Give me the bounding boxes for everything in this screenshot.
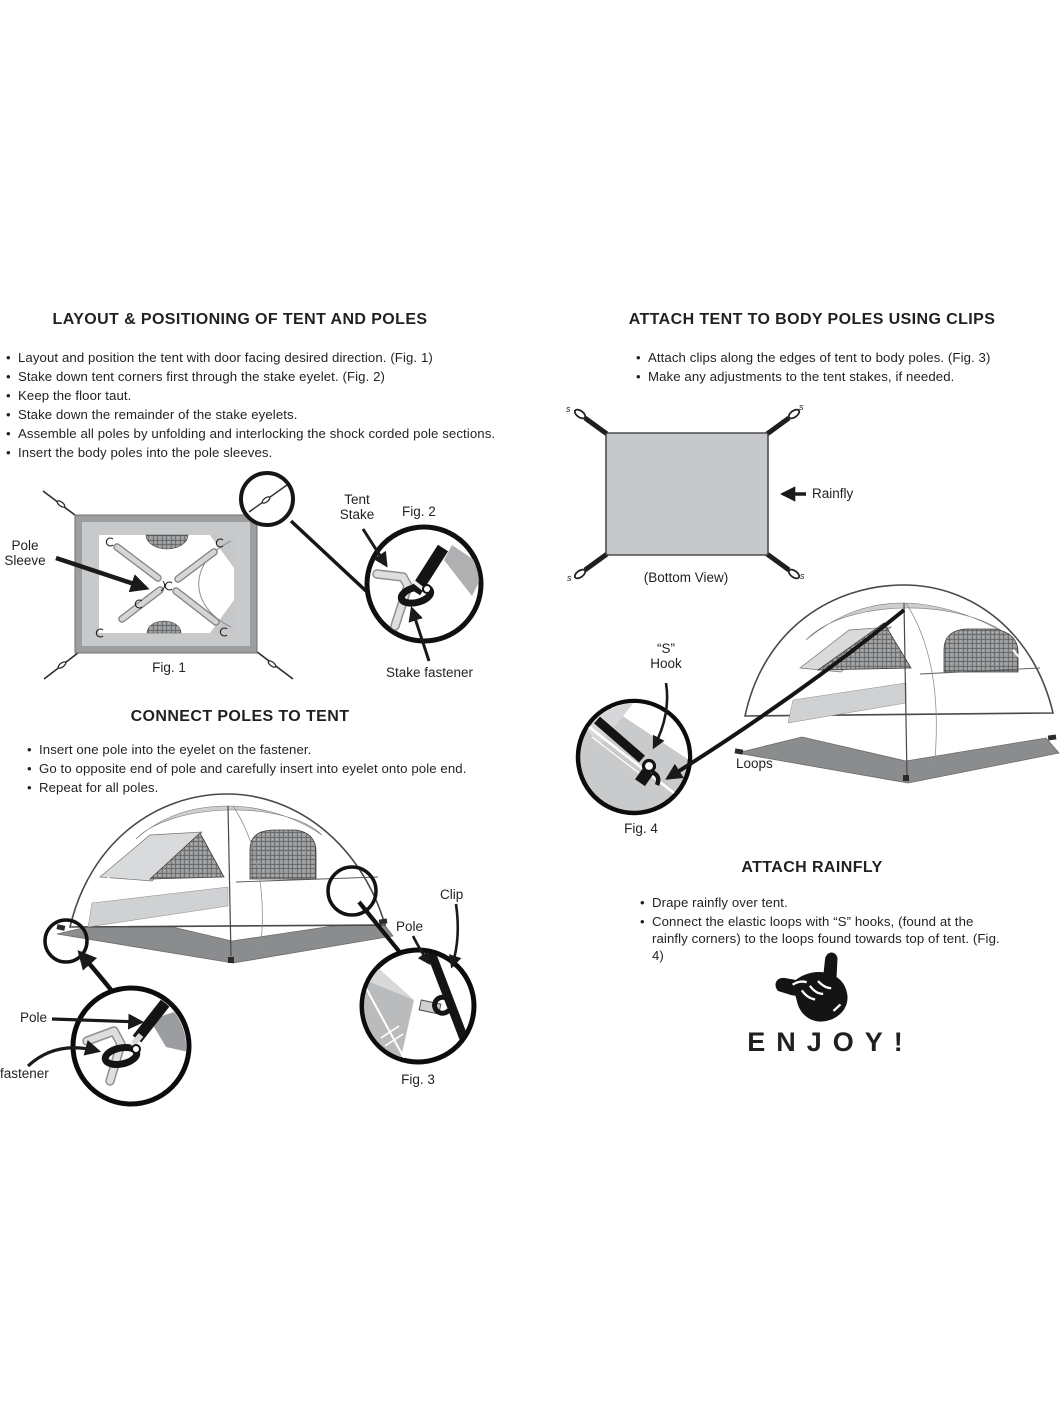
- layout-bullet-list: Layout and position the tent with door f…: [6, 348, 526, 462]
- list-item: Attach clips along the edges of tent to …: [636, 348, 1056, 367]
- fig1-caption: Fig. 1: [152, 660, 186, 675]
- loops-label: Loops: [736, 756, 773, 771]
- list-item: Drape rainfly over tent.: [640, 894, 1012, 911]
- list-item: Go to opposite end of pole and carefully…: [27, 759, 527, 778]
- rainfly-bullet-list: Drape rainfly over tent. Connect the ela…: [640, 894, 1012, 966]
- pole-segment-ticks: [767, 606, 1046, 703]
- section-heading-rainfly: ATTACH RAINFLY: [741, 859, 883, 876]
- stake-fastener-arrow: [408, 606, 431, 662]
- section-heading-clips: ATTACH TENT TO BODY POLES USING CLIPS: [628, 311, 996, 328]
- tent-stake-label: Tent Stake: [339, 492, 375, 522]
- fig3-caption: Fig. 3: [401, 1072, 435, 1087]
- fig3-clip-detail-drawing: [359, 903, 477, 1065]
- mesh-window: [145, 534, 189, 550]
- svg-text:s: s: [799, 402, 804, 412]
- s-hook-icon: [650, 769, 661, 786]
- pole-label: Pole: [20, 1010, 48, 1025]
- list-item: Layout and position the tent with door f…: [6, 348, 526, 367]
- bottom-view-label: (Bottom View): [643, 570, 729, 585]
- corner-highlight-circle: [43, 918, 89, 964]
- list-item: Repeat for all poles.: [27, 778, 527, 797]
- s-hook-label: “S” Hook: [650, 641, 682, 671]
- fig4-caption: Fig. 4: [624, 821, 658, 836]
- fig4-s-hook-detail-drawing: [575, 698, 693, 816]
- section-heading-connect: CONNECT POLES TO TENT: [130, 708, 350, 725]
- list-item: Make any adjustments to the tent stakes,…: [636, 367, 1056, 386]
- rainfly-bottom-view-illustration: s s s s: [566, 402, 806, 583]
- clip-label: Clip: [440, 887, 464, 902]
- dome-tent-drawing: [56, 793, 394, 964]
- pole-segment-ticks: [103, 811, 373, 900]
- zoom-connector-arrow: [77, 950, 114, 993]
- fig2-caption: Fig. 2: [402, 504, 436, 519]
- rainfly-fabric: [605, 432, 769, 556]
- list-item: Stake down tent corners first through th…: [6, 367, 526, 386]
- pole-highlight-circle: [326, 865, 378, 917]
- enjoy-text: ENJOY!: [747, 1027, 914, 1057]
- mesh-window: [148, 832, 225, 880]
- stake-fastener-label: Stake fastener: [386, 665, 474, 680]
- zoom-connector-line: [289, 519, 368, 593]
- svg-text:s: s: [567, 573, 572, 583]
- list-item: Assemble all poles by unfolding and inte…: [6, 424, 526, 443]
- svg-text:s: s: [566, 404, 571, 414]
- section-heading-layout: LAYOUT & POSITIONING OF TENT AND POLES: [52, 311, 428, 328]
- loop-line-arrow: [665, 608, 906, 780]
- pole-sleeves: [113, 543, 220, 626]
- list-item: Stake down the remainder of the stake ey…: [6, 405, 526, 424]
- pole-label: Pole: [396, 919, 424, 934]
- pole-sleeve-arrow: [55, 555, 150, 593]
- list-item: Insert one pole into the eyelet on the f…: [27, 740, 527, 759]
- corner-straps: [583, 415, 791, 573]
- mesh-window: [249, 829, 317, 880]
- clip-label-arrow: [448, 903, 462, 969]
- fig2-stake-detail-drawing: [361, 524, 484, 662]
- connect-bullet-list: Insert one pole into the eyelet on the f…: [27, 740, 527, 797]
- list-item: Connect the elastic loops with “S” hooks…: [640, 913, 1012, 964]
- tent-stake-arrow: [361, 528, 388, 568]
- pole-label-arrow: [411, 935, 431, 966]
- s-hook-icon: [573, 408, 801, 580]
- pole-fastener-detail-drawing: [26, 985, 192, 1107]
- fastener-label-arrow: [26, 1040, 102, 1068]
- list-item: Insert the body poles into the pole slee…: [6, 443, 526, 462]
- svg-text:s: s: [800, 571, 805, 581]
- s-hook-label-arrow: [652, 682, 669, 750]
- shaka-hand-icon: [775, 952, 848, 1022]
- clip-hooks: [95, 537, 228, 638]
- fig3-tent-illustration: [26, 793, 477, 1107]
- list-item: Keep the floor taut.: [6, 386, 526, 405]
- rainfly-label: Rainfly: [812, 486, 854, 501]
- fastener-label: fastener: [0, 1066, 49, 1081]
- clip-hook-icon: [432, 994, 452, 1016]
- tent-top-view-drawing: [42, 471, 368, 680]
- s-hook-glyphs: s s s s: [566, 402, 805, 583]
- pole-label-arrow: [51, 1013, 145, 1030]
- mesh-window: [146, 620, 182, 634]
- fig1-fig2-illustration: [42, 471, 484, 680]
- clips-bullet-list: Attach clips along the edges of tent to …: [636, 348, 1056, 386]
- fig4-tent-illustration: [575, 584, 1060, 816]
- mesh-window: [943, 628, 1019, 673]
- pole-sleeve-label: Pole Sleeve: [4, 538, 46, 568]
